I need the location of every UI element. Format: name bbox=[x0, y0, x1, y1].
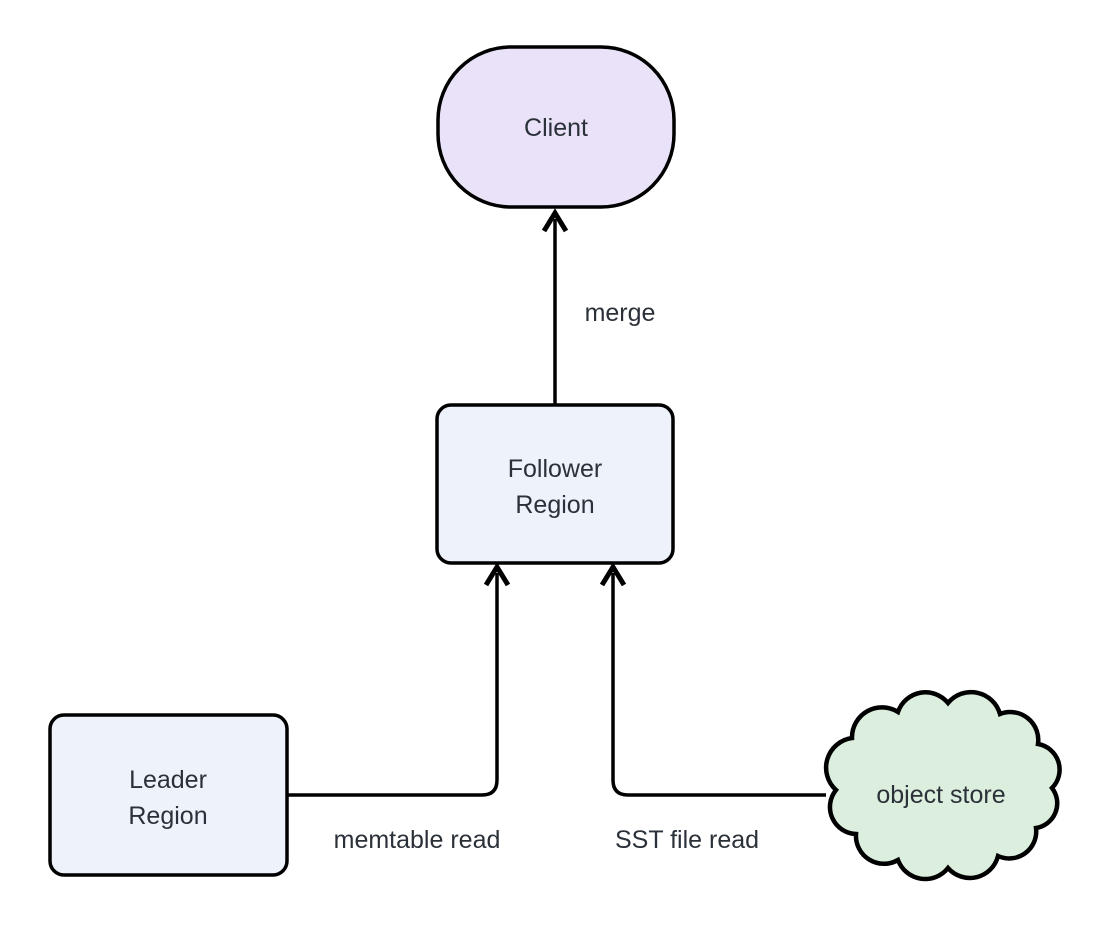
edge-memtable-read-label: memtable read bbox=[334, 826, 501, 854]
edge-merge-label: merge bbox=[585, 299, 656, 327]
node-follower-region-shape bbox=[435, 403, 675, 565]
edge-sst-file-read-arrowhead-icon bbox=[599, 562, 627, 587]
edge-sst-file-read-label: SST file read bbox=[615, 826, 759, 854]
node-leader-region: Leader Region bbox=[48, 713, 289, 877]
node-follower-region-label-line1: Follower bbox=[508, 455, 602, 483]
edge-memtable-read: memtable read bbox=[288, 562, 511, 854]
node-object-store-label: object store bbox=[876, 781, 1005, 809]
edge-merge: merge bbox=[541, 208, 656, 405]
edge-merge-arrowhead-icon bbox=[541, 208, 569, 233]
node-client-label: Client bbox=[524, 114, 588, 142]
node-object-store-cloud-icon bbox=[823, 689, 1062, 882]
node-client-shape bbox=[436, 45, 676, 209]
node-leader-region-label-line1: Leader bbox=[129, 766, 207, 794]
node-leader-region-shape bbox=[48, 713, 289, 877]
node-follower-region: Follower Region bbox=[435, 403, 675, 565]
edge-memtable-read-line bbox=[288, 573, 499, 797]
node-leader-region-label-line2: Region bbox=[128, 802, 207, 830]
edge-sst-file-read-line bbox=[611, 573, 826, 797]
edge-memtable-read-arrowhead-icon bbox=[483, 562, 511, 587]
node-follower-region-label-line2: Region bbox=[515, 491, 594, 519]
node-object-store: object store bbox=[823, 689, 1062, 882]
node-client: Client bbox=[436, 45, 676, 209]
edge-sst-file-read: SST file read bbox=[599, 562, 826, 854]
